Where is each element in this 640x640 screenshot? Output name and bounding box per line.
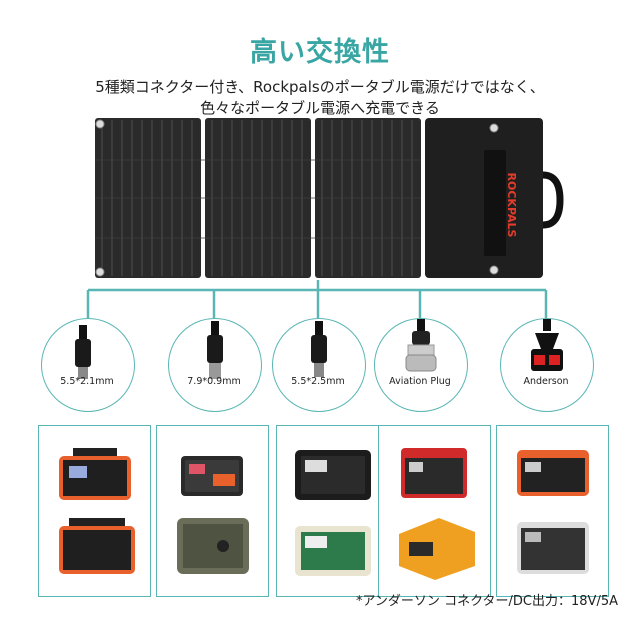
cable-tree (86, 280, 548, 318)
power-station-image (399, 448, 475, 580)
power-station-image (517, 450, 589, 574)
connector-label-2: 7.9*0.9mm (187, 376, 241, 387)
connector-circle-4 (374, 318, 468, 412)
power-station-image (59, 448, 135, 574)
connector-circle-1 (41, 318, 135, 412)
anderson-plug-icon (531, 319, 563, 371)
subtitle-line-2: 色々なポータブル電源へ充電できる (200, 99, 440, 117)
connector-circle-3 (272, 318, 366, 412)
compatible-devices-box-3 (276, 425, 389, 597)
compatible-devices-box-4 (378, 425, 491, 597)
compatible-devices-box-1 (38, 425, 151, 597)
page-title: 高い交換性 (250, 37, 390, 68)
solar-panel (95, 118, 564, 278)
dc-plug-icon (207, 321, 223, 379)
connector-label-5: Anderson (523, 376, 569, 387)
dc-plug-icon (75, 325, 91, 379)
connector-circle-2 (168, 318, 262, 412)
connector-label-1: 5.5*2.1mm (60, 376, 114, 387)
dc-plug-icon (311, 321, 327, 377)
subtitle-line-1: 5種類コネクター付き、Rockpalsのポータブル電源だけではなく、 (95, 78, 545, 96)
connector-label-4: Aviation Plug (389, 376, 451, 387)
connector-circle-5 (500, 318, 594, 412)
power-station-image (177, 456, 249, 574)
aviation-plug-icon (405, 319, 437, 372)
panel-brand-logo: ROCKPALS (505, 173, 518, 238)
footnote: *アンダーソン コネクター/DC出力：18V/5A (355, 594, 618, 609)
connector-label-3: 5.5*2.5mm (291, 376, 345, 387)
compatible-devices-box-5 (496, 425, 609, 597)
power-station-image (295, 450, 371, 576)
compatible-devices-box-2 (156, 425, 269, 597)
